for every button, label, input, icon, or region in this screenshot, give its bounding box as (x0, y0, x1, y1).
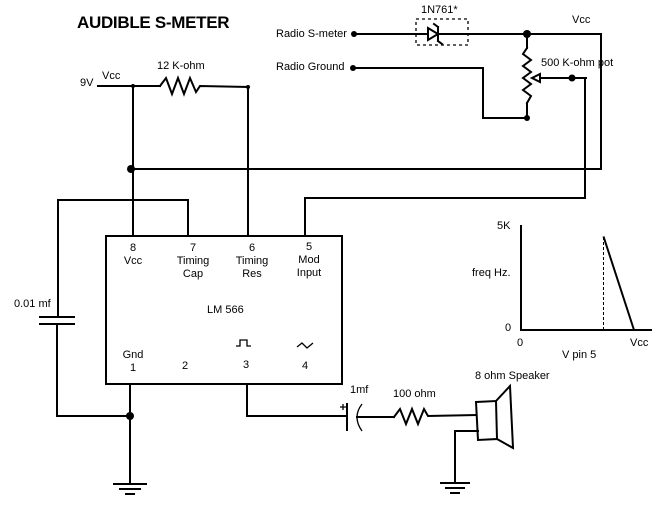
speaker-label: 8 ohm Speaker (475, 370, 550, 382)
junction (127, 165, 135, 173)
bypass-cap-label: 0.01 mf (14, 298, 51, 310)
coupling-cap-label: 1mf (350, 384, 369, 396)
pin-2-label: 2 (182, 360, 189, 372)
pin-number: 6 (248, 242, 256, 254)
plus-sign (340, 404, 346, 410)
pot-500k (521, 46, 533, 105)
pin-number: 1 (129, 362, 137, 374)
junction (126, 412, 134, 420)
junction (246, 85, 250, 89)
wire-speaker-ground (454, 430, 479, 484)
pin-7-label: 7 Timing Cap (175, 242, 211, 281)
pin-number: 7 (189, 242, 197, 254)
ic-name: LM 566 (207, 304, 244, 316)
page-title: AUDIBLE S-METER (77, 13, 230, 32)
pin-number: 8 (129, 242, 137, 254)
resistor-100-label: 100 ohm (393, 388, 436, 400)
pin-name: Timing (176, 255, 210, 267)
pin-3-label: 3 (243, 359, 250, 371)
diode-outline (415, 18, 469, 46)
pin-name: Gnd (122, 349, 144, 361)
radio-ground-label: Radio Ground (276, 61, 345, 73)
junction (568, 74, 576, 82)
pin-name: Timing (235, 255, 269, 267)
junction (131, 84, 135, 88)
graph-y-zero-label: 0 (505, 322, 512, 334)
graph-marks (602, 236, 635, 331)
ground-symbol (113, 483, 147, 495)
vcc-top-label: Vcc (572, 14, 591, 26)
resistor-100 (392, 406, 478, 427)
pin-6-label: 6 Timing Res (234, 242, 270, 281)
pin-name: Vcc (123, 255, 143, 267)
graph-x-end-label: Vcc (630, 337, 649, 349)
resistor-12k (158, 75, 250, 97)
series-frequency (602, 236, 635, 331)
wire-mod-input (304, 197, 586, 237)
pin-name-2: Input (296, 267, 322, 279)
ic-lm566 (105, 235, 343, 385)
pin-4-label: 4 (302, 360, 309, 372)
pin-number: 5 (305, 241, 313, 253)
wire-radio-ground (352, 67, 528, 119)
graph-y-axis-label: freq Hz. (472, 267, 511, 279)
diode-label: 1N761* (421, 4, 458, 16)
vcc-left-label: Vcc (102, 70, 121, 82)
ground-symbol (440, 482, 470, 494)
pin-1-label: Gnd 1 (118, 349, 148, 375)
pin-5-label: 5 Mod Input (292, 241, 326, 280)
radio-smeter-label: Radio S-meter (276, 28, 347, 40)
capacitor-0-01 (39, 316, 75, 325)
wiper-arrow (529, 72, 541, 84)
wire-cap-bottom (56, 323, 131, 417)
graph-x-axis-label: V pin 5 (562, 349, 597, 361)
supply-voltage-label: 9V (80, 77, 94, 89)
resistor-12k-label: 12 K-ohm (157, 60, 205, 72)
pin-8-label: 8 Vcc (118, 242, 148, 268)
graph-x-zero-label: 0 (517, 337, 524, 349)
pin-name-2: Cap (182, 268, 204, 280)
pin-name: Mod (298, 254, 320, 266)
wire-pin3 (246, 383, 346, 417)
pot-label: 500 K-ohm pot (541, 57, 614, 69)
pin-name-2: Res (242, 268, 262, 280)
wire-pin7 (57, 199, 189, 317)
speaker (474, 383, 515, 450)
graph-y-top-label: 5K (497, 220, 511, 232)
